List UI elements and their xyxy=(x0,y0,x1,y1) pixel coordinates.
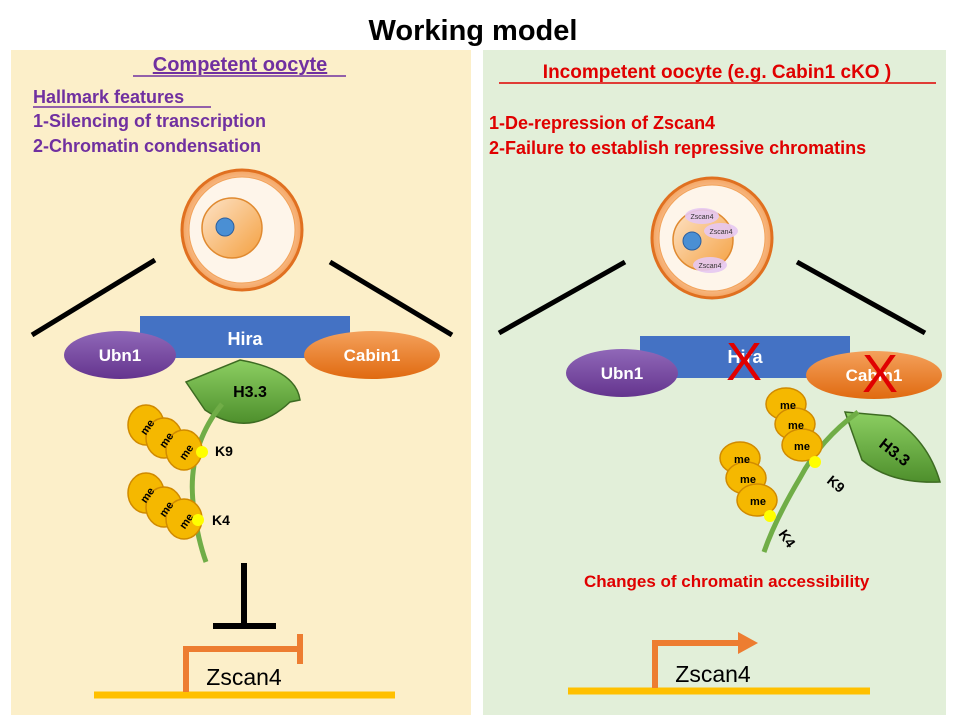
right-promoter xyxy=(652,640,740,688)
right-oocyte-zscan4-2: Zscan4 xyxy=(710,229,733,236)
left-promoter xyxy=(183,646,300,692)
left-h33-label: H3.3 xyxy=(233,384,267,401)
left-k4-methyl-cluster: me me me xyxy=(127,472,203,540)
diagram-title: Working model xyxy=(369,15,578,47)
left-ubn1 xyxy=(64,331,176,379)
left-k9-site xyxy=(196,446,208,458)
right-feature-1: 1-De-repression of Zscan4 xyxy=(489,113,715,133)
left-hira-label: Hira xyxy=(227,329,263,349)
right-ubn1 xyxy=(566,349,678,397)
left-feature-2: 2-Chromatin condensation xyxy=(33,136,261,156)
left-k9-methyl-cluster: me me me xyxy=(127,404,203,471)
left-features-title: Hallmark features xyxy=(33,87,184,107)
right-transcription-arrow xyxy=(738,632,758,654)
right-gene-label: Zscan4 xyxy=(675,661,751,687)
right-hira-label: Hira xyxy=(727,347,763,367)
cabin1-knockout-x: X xyxy=(862,344,898,404)
left-ubn1-label: Ubn1 xyxy=(99,346,142,365)
right-oocyte xyxy=(650,176,774,300)
accessibility-text: Changes of chromatin accessibility xyxy=(584,572,870,591)
left-cabin1 xyxy=(304,331,440,379)
right-k4-me-2: me xyxy=(740,474,756,486)
right-zoom-line-b xyxy=(795,259,927,336)
right-k4-me-3: me xyxy=(750,496,766,508)
right-histone-tail xyxy=(761,409,860,553)
right-oocyte-zscan4-1: Zscan4 xyxy=(691,214,714,221)
left-cabin1-label: Cabin1 xyxy=(344,346,401,365)
left-oocyte xyxy=(180,168,304,292)
left-zoom-line-a xyxy=(30,257,157,338)
right-k9-me-1: me xyxy=(780,400,796,412)
right-k4-site xyxy=(764,510,776,522)
left-repression-symbol xyxy=(213,563,276,629)
right-k9-site xyxy=(809,456,821,468)
left-zoom-line-b xyxy=(328,259,454,338)
right-k4-methyl-cluster: me me me xyxy=(719,441,778,517)
right-k9-me-3: me xyxy=(794,441,810,453)
left-feature-1: 1-Silencing of transcription xyxy=(33,111,266,131)
right-oocyte-zscan4-3: Zscan4 xyxy=(699,263,722,270)
right-h33-histone xyxy=(843,411,941,483)
right-k9-methyl-cluster: me me me xyxy=(765,387,823,462)
left-k4-site xyxy=(192,514,204,526)
right-cabin1-label: Cabin1 xyxy=(846,366,903,385)
left-k9-label: K9 xyxy=(215,443,233,459)
right-heading: Incompetent oocyte (e.g. Cabin1 cKO ) xyxy=(543,62,891,83)
hira-knockout-x: X xyxy=(726,332,762,392)
right-ubn1-label: Ubn1 xyxy=(601,364,644,383)
right-k9-me-2: me xyxy=(788,420,804,432)
left-heading: Competent oocyte xyxy=(153,54,327,76)
left-k4-label: K4 xyxy=(212,512,230,528)
right-k4-me-1: me xyxy=(734,454,750,466)
right-zoom-line-a xyxy=(497,259,627,336)
left-h33-histone xyxy=(184,359,301,424)
right-cabin1 xyxy=(806,351,942,399)
left-gene-label: Zscan4 xyxy=(206,664,282,690)
right-feature-2: 2-Failure to establish repressive chroma… xyxy=(489,138,866,158)
